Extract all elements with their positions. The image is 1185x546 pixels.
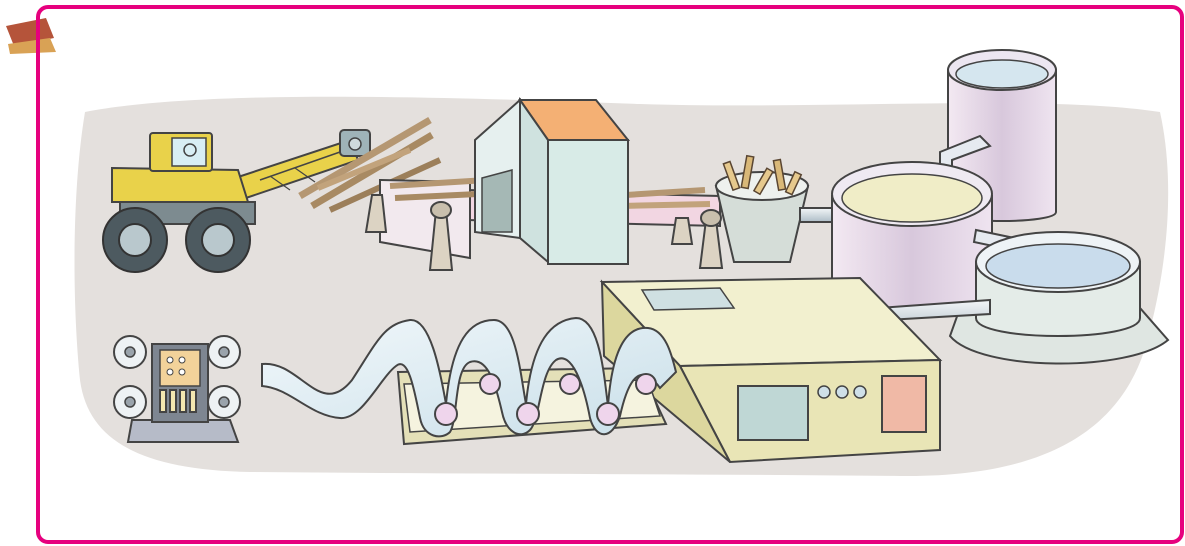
corner-tab: [6, 18, 56, 54]
reel-icon: [114, 336, 240, 442]
